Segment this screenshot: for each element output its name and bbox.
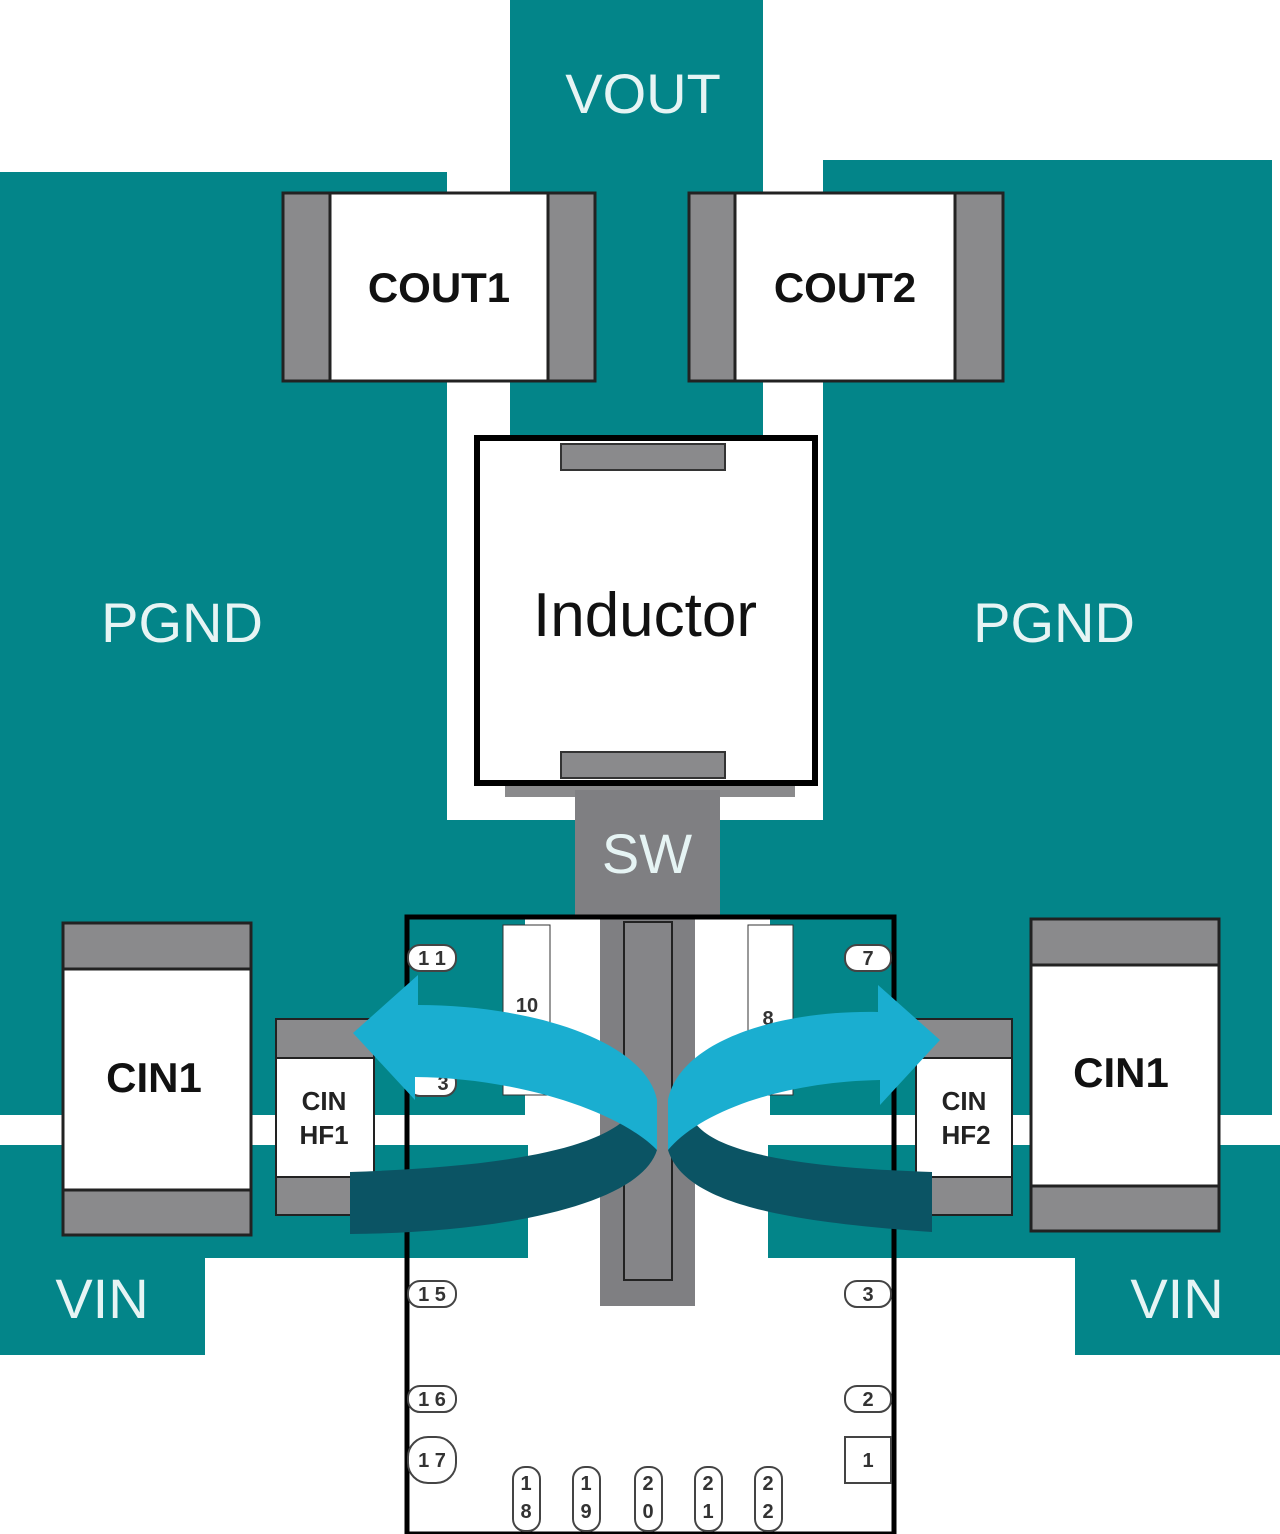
pin-22-label-a: 2 [762, 1473, 773, 1495]
pin-16-label: 1 6 [418, 1389, 446, 1411]
cinhf2-label-line2: HF2 [941, 1120, 990, 1150]
pin-3-label: 3 [862, 1284, 873, 1306]
vin-right-label: VIN [1130, 1267, 1223, 1330]
cin1-right-label: CIN1 [1073, 1049, 1169, 1096]
pin-19-label-b: 9 [580, 1501, 591, 1523]
cinhf1-label-line1: CIN [302, 1086, 347, 1116]
pin-17-label: 1 7 [418, 1450, 446, 1472]
cin1-left-label: CIN1 [106, 1054, 202, 1101]
pgnd-left-copper [0, 172, 575, 1115]
pgnd-left-label: PGND [101, 591, 263, 654]
pin-21-label-a: 2 [702, 1473, 713, 1495]
cout1-label: COUT1 [368, 264, 510, 311]
sw-label: SW [602, 822, 692, 885]
pin-7-label: 7 [862, 948, 873, 970]
pin-18-label-a: 1 [520, 1473, 531, 1495]
cin1-right-capacitor [1029, 917, 1221, 1233]
cinhf2-label-line1: CIN [942, 1086, 987, 1116]
inductor [474, 435, 818, 786]
pgnd-right-copper [720, 160, 1272, 1115]
current-loop-dark-left [350, 1112, 657, 1234]
pin-11-label: 1 1 [418, 948, 446, 970]
current-loop-arrow-right [668, 985, 940, 1150]
vin-left-label: VIN [55, 1267, 148, 1330]
pin-20-label-a: 2 [642, 1473, 653, 1495]
pin-8-label: 8 [762, 1008, 773, 1030]
current-loop-arrow-left [353, 975, 657, 1150]
ic-pins [407, 944, 892, 1532]
vout-label: VOUT [565, 62, 721, 125]
pin-22-label-b: 2 [762, 1501, 773, 1523]
cout2-label: COUT2 [774, 264, 916, 311]
pin-13-label: 3 [437, 1073, 448, 1095]
cinhf1-label-line2: HF1 [299, 1120, 348, 1150]
cin1-left-capacitor [61, 921, 253, 1237]
current-loop-dark-right [668, 1112, 932, 1232]
pgnd-right-label: PGND [973, 591, 1135, 654]
pin-2-label: 2 [862, 1389, 873, 1411]
pin-10-label: 10 [516, 995, 538, 1017]
inductor-label: Inductor [533, 581, 757, 650]
cout2-capacitor [687, 191, 1005, 383]
pin-15-label: 1 5 [418, 1284, 446, 1306]
pin-18-label-b: 8 [520, 1501, 531, 1523]
cout1-capacitor [281, 191, 597, 383]
sw-trace [575, 790, 720, 920]
pin-19-label-a: 1 [580, 1473, 591, 1495]
pin-21-label-b: 1 [702, 1501, 713, 1523]
pin-20-label-b: 0 [642, 1501, 653, 1523]
pin-1-label: 1 [862, 1450, 873, 1472]
